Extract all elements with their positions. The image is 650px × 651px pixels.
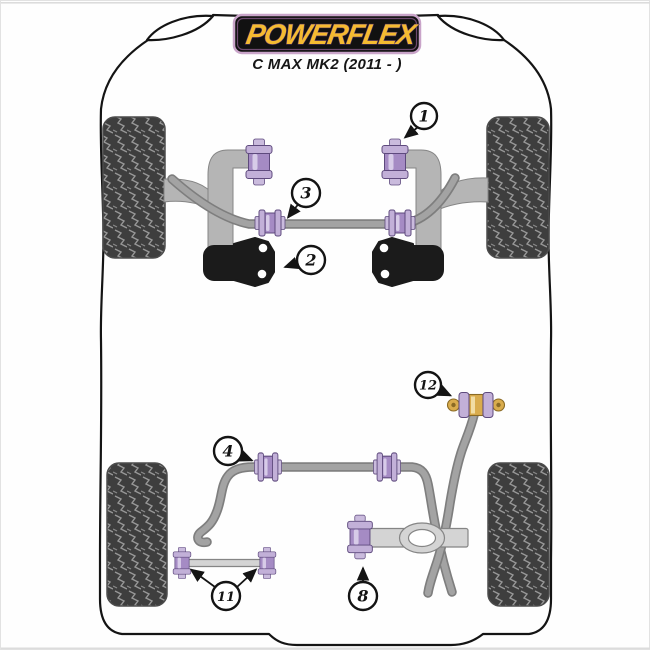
trailing-arm-ring-hole — [407, 528, 437, 548]
callout-12-number: 12 — [419, 379, 437, 394]
logo-inner-border — [236, 17, 418, 51]
callout-2: 2 — [283, 244, 327, 276]
callout-11-circle — [210, 580, 242, 612]
logo-plate — [232, 13, 422, 55]
front-left-wishbone-rear-bushing — [245, 138, 273, 186]
callout-11-number: 11 — [217, 590, 235, 605]
front-left-tire — [102, 116, 166, 259]
callout-2-arrow — [283, 257, 299, 269]
left-mirror — [145, 14, 215, 42]
callout-8-circle — [347, 580, 379, 612]
front-anti-roll-bar-bush-left — [254, 209, 286, 237]
callout-1-number: 1 — [418, 107, 429, 126]
eyelet-hole — [496, 402, 501, 408]
right-mirror — [436, 14, 506, 42]
front-anti-roll-bar-bush-right — [384, 209, 416, 237]
brand-wordmark: POWERFLEX — [244, 19, 420, 51]
callout-4-arrow — [237, 449, 254, 462]
callout-3-number: 3 — [300, 184, 311, 203]
bolt-hole — [380, 269, 390, 279]
callout-4-circle — [212, 435, 244, 467]
callout-12: 12 — [413, 370, 453, 400]
front-right-tire — [486, 116, 550, 259]
rear-trailing-arm — [361, 522, 469, 554]
rear-anti-roll-bar-bush-left — [253, 452, 283, 482]
rear-right-tire — [487, 462, 550, 607]
front-suspension — [163, 138, 489, 287]
callout-12-arrow — [436, 384, 453, 397]
powerflex-logo: POWERFLEX — [232, 13, 422, 55]
bolt-hole — [379, 243, 389, 253]
rear-engine-mount-link — [424, 411, 478, 597]
model-label: C MAX MK2 (2011 - ) — [252, 56, 402, 73]
callout-11-arrow-left — [189, 568, 216, 588]
callout-3-arrow — [286, 203, 301, 219]
front-right-engine-mount — [372, 237, 444, 287]
rear-left-tire — [106, 462, 168, 607]
rear-suspension — [172, 392, 506, 598]
rear-tie-bar-bush-left — [172, 547, 192, 579]
callout-11: 11 — [189, 568, 258, 612]
front-anti-roll-bar — [168, 174, 459, 228]
rear-lower-engine-mount-bush — [446, 392, 506, 418]
callout-3-circle — [290, 177, 322, 209]
callout-11-arrow-right — [236, 568, 258, 588]
mount-disc-left — [458, 392, 470, 418]
callout-2-number: 2 — [304, 251, 316, 270]
callout-1-arrow — [403, 124, 419, 139]
rear-trailing-arm-front-bush — [347, 514, 373, 560]
rear-tie-bar-bush-right — [257, 547, 277, 579]
callout-4: 4 — [212, 435, 254, 467]
callout-8: 8 — [347, 566, 379, 612]
bolt-hole — [257, 269, 267, 279]
callout-4-number: 4 — [222, 442, 233, 461]
mount-disc-right — [482, 392, 494, 418]
rear-tie-bar — [183, 558, 266, 568]
front-right-wishbone-rear-bushing — [381, 138, 409, 186]
mount-bracket — [372, 237, 414, 287]
front-left-engine-mount — [203, 237, 275, 287]
callout-1: 1 — [403, 101, 439, 139]
callout-3: 3 — [286, 177, 322, 219]
callout-8-number: 8 — [356, 587, 368, 606]
bottom-scan-line — [1, 647, 650, 650]
mount-bracket — [233, 237, 275, 287]
sleeve-highlight — [471, 396, 475, 414]
top-scan-line — [1, 2, 650, 4]
eyelet-hole — [451, 402, 456, 408]
callout-2-circle — [295, 244, 327, 276]
callout-12-circle — [413, 370, 443, 400]
bolt-hole — [258, 243, 268, 253]
callout-1-circle — [409, 101, 439, 131]
rear-anti-roll-bar-bush-right — [372, 452, 402, 482]
